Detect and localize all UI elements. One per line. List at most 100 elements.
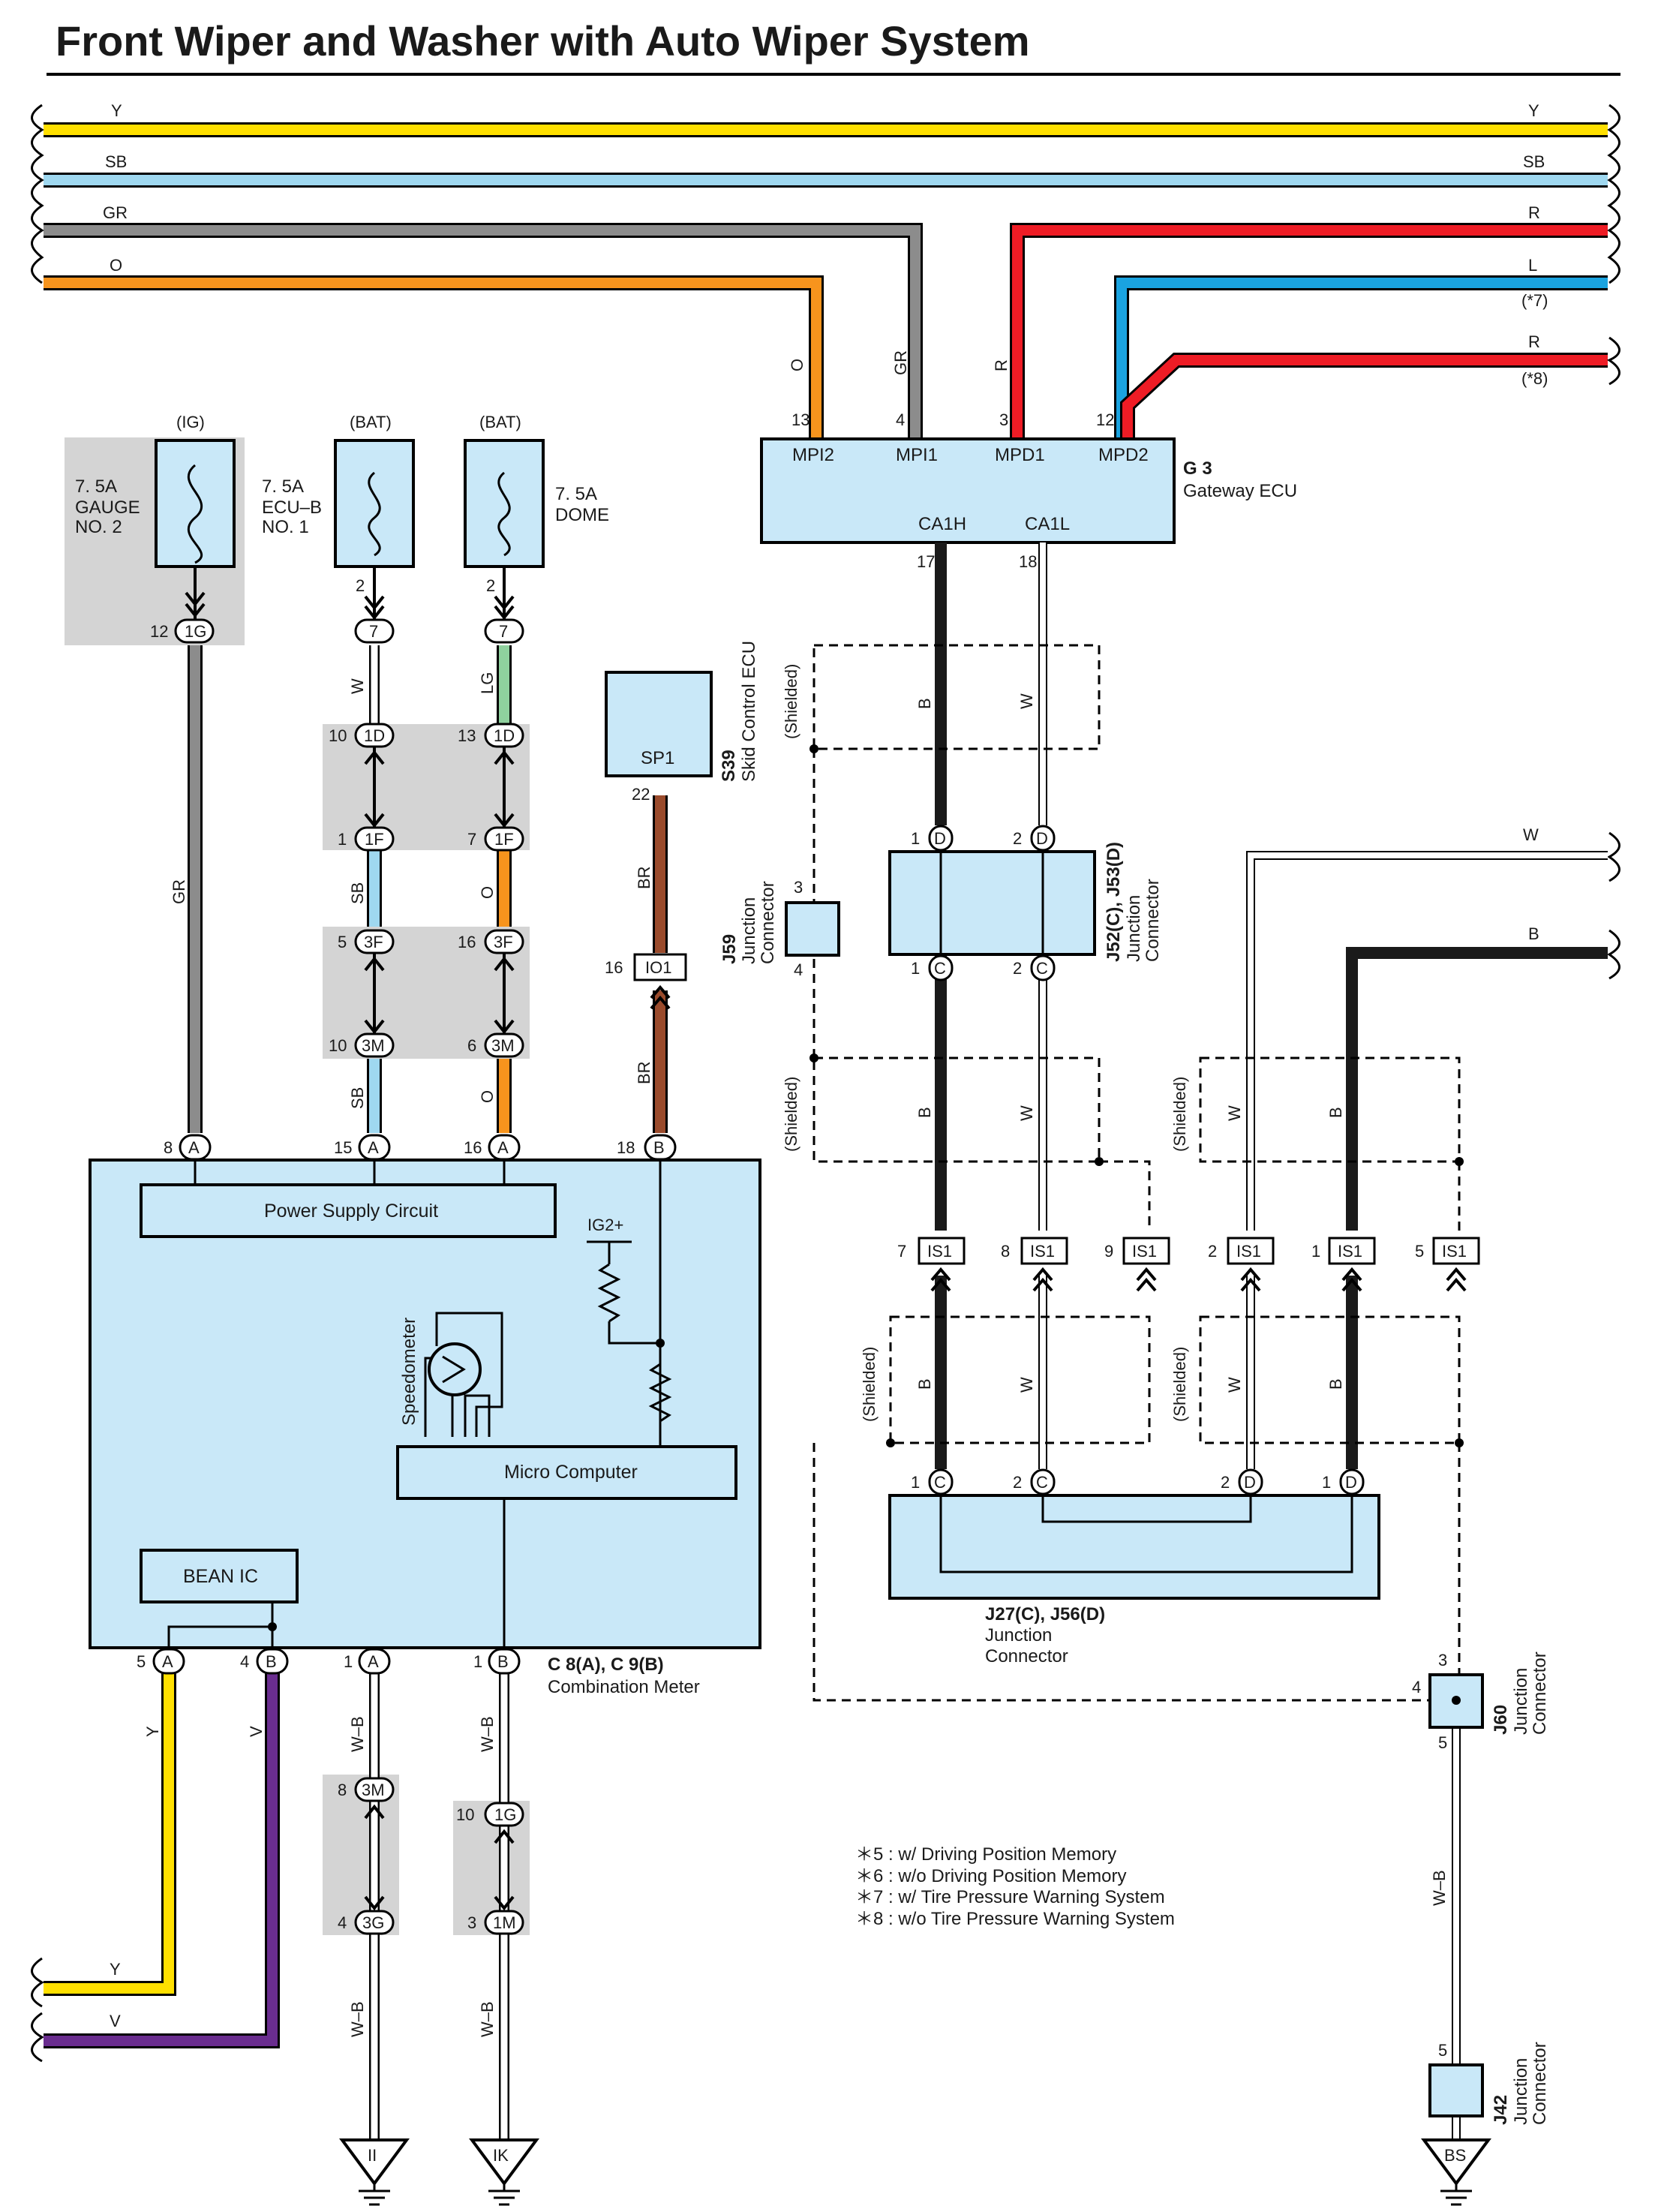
junction-j52-j53: D 1 D 2 C 1 C 2 J52(C), J53(D) Junction …: [888, 825, 1163, 981]
svg-text:13: 13: [458, 726, 476, 745]
svg-text:W: W: [1523, 825, 1539, 844]
svg-text:IK: IK: [493, 2146, 509, 2165]
shield-dots: [809, 744, 1464, 1447]
junction-j60: 3 4 5 J60 Junction Connector: [1412, 1651, 1550, 1752]
top-wire-labels: Y SB GR O Y SB R L (*7) R (*8): [103, 101, 1548, 388]
gateway-ecu: MPI2 MPI1 MPD1 MPD2 CA1H CA1L 13 4 3 12 …: [760, 410, 1297, 571]
svg-text:J59: J59: [719, 934, 740, 964]
svg-text:Power Supply Circuit: Power Supply Circuit: [264, 1201, 438, 1222]
svg-text:4: 4: [338, 1913, 347, 1932]
svg-text:GR: GR: [170, 879, 188, 904]
svg-text:Connector: Connector: [1530, 2042, 1550, 2125]
svg-text:LG: LG: [478, 672, 497, 694]
svg-text:1D: 1D: [364, 726, 385, 745]
svg-text:16: 16: [458, 933, 476, 951]
svg-text:SB: SB: [105, 152, 127, 171]
svg-text:W: W: [1017, 1105, 1036, 1121]
svg-text:7: 7: [499, 622, 508, 641]
svg-text:W–B: W–B: [478, 1716, 497, 1752]
svg-text:B: B: [1326, 1107, 1345, 1118]
connector-chevrons: [185, 568, 515, 1035]
svg-text:(Shielded): (Shielded): [1170, 1077, 1189, 1152]
svg-text:1G: 1G: [185, 622, 206, 641]
svg-text:D: D: [1244, 1473, 1256, 1492]
gateway-ecu-code: G 3: [1183, 458, 1212, 479]
svg-text:W–B: W–B: [1430, 1870, 1449, 1906]
svg-text:4: 4: [1412, 1678, 1421, 1697]
svg-text:II: II: [368, 2146, 377, 2165]
left-wire-labels: GR W LG SB O SB O BR BR: [170, 672, 653, 1109]
svg-text:＊8 : w/o Tire Pressure Warning: ＊8 : w/o Tire Pressure Warning System: [855, 1909, 1175, 1929]
left-connector-ovals: 1G 12 7 7 1D 10 1D 13 1F 1 1F 7 3F 5 3F …: [150, 618, 524, 1058]
svg-text:MPI2: MPI2: [792, 445, 834, 465]
footnotes: ＊5 : w/ Driving Position Memory ＊6 : w/o…: [855, 1844, 1175, 1929]
svg-text:(BAT): (BAT): [350, 413, 392, 431]
shielded-labels: (Shielded) (Shielded) (Shielded) (Shield…: [782, 664, 1189, 1422]
svg-text:18: 18: [1019, 552, 1037, 571]
gateway-ecu-name: Gateway ECU: [1183, 481, 1297, 501]
svg-text:12: 12: [150, 622, 168, 641]
svg-text:IS1: IS1: [1030, 1242, 1055, 1261]
svg-text:O: O: [110, 256, 122, 275]
fuse-gauge: (IG) 7. 5A GAUGE NO. 2: [75, 413, 236, 568]
svg-text:DOME: DOME: [555, 505, 609, 525]
svg-text:8: 8: [338, 1781, 347, 1799]
svg-text:BR: BR: [635, 1061, 653, 1084]
svg-text:Y: Y: [143, 1726, 162, 1737]
svg-text:B: B: [915, 1107, 934, 1118]
svg-text:3: 3: [1438, 1651, 1447, 1670]
svg-text:B: B: [915, 698, 934, 709]
can-wire-labels: B W B W W B B W W B W B W–B: [915, 693, 1539, 1906]
svg-text:W–B: W–B: [478, 2001, 497, 2037]
svg-text:SP1: SP1: [641, 748, 674, 768]
svg-text:B: B: [1528, 924, 1539, 943]
svg-text:5: 5: [338, 933, 347, 951]
svg-text:2: 2: [1013, 959, 1022, 978]
ground-ik: IK: [469, 2138, 539, 2206]
svg-text:5: 5: [1438, 1733, 1447, 1752]
io1-connector: IO1 16: [605, 953, 687, 1010]
svg-text:MPD1: MPD1: [995, 445, 1045, 465]
svg-text:R: R: [1528, 332, 1540, 351]
svg-text:L: L: [1528, 256, 1537, 275]
svg-text:(Shielded): (Shielded): [782, 664, 800, 739]
page-title: Front Wiper and Washer with Auto Wiper S…: [56, 17, 1030, 65]
svg-text:4: 4: [794, 960, 803, 979]
svg-text:Junction: Junction: [1511, 2058, 1531, 2125]
svg-text:12: 12: [1096, 410, 1114, 429]
svg-text:IS1: IS1: [1442, 1242, 1467, 1261]
svg-text:(BAT): (BAT): [479, 413, 521, 431]
wire-end-curls: [31, 104, 1620, 2063]
svg-text:A: A: [162, 1652, 173, 1671]
svg-text:2: 2: [356, 576, 365, 595]
svg-text:C: C: [1036, 1473, 1048, 1492]
svg-text:5: 5: [1415, 1242, 1424, 1261]
svg-text:15: 15: [334, 1138, 352, 1157]
svg-text:R: R: [992, 359, 1011, 371]
svg-text:3: 3: [794, 878, 803, 897]
svg-text:2: 2: [1221, 1473, 1230, 1492]
svg-text:7: 7: [467, 830, 476, 849]
svg-text:D: D: [1345, 1473, 1357, 1492]
junction-j27-j56: C 1 C 2 D 2 D 1 J27(C), J56(D) Junction …: [888, 1468, 1380, 1667]
svg-text:BS: BS: [1444, 2146, 1466, 2165]
svg-text:MPI1: MPI1: [896, 445, 938, 465]
svg-text:Connector: Connector: [1530, 1651, 1550, 1735]
svg-text:3G: 3G: [362, 1913, 384, 1932]
svg-text:V: V: [110, 2012, 121, 2030]
svg-text:(Shielded): (Shielded): [782, 1077, 800, 1152]
svg-text:C: C: [934, 959, 946, 978]
combination-meter: A 8 A 15 A 16 B 18 Power Supply Circuit: [89, 1134, 761, 1697]
svg-text:1: 1: [911, 1473, 920, 1492]
svg-text:MPD2: MPD2: [1098, 445, 1149, 465]
svg-text:9: 9: [1104, 1242, 1113, 1261]
top-harness: [44, 122, 1608, 437]
svg-text:Skid Control ECU: Skid Control ECU: [739, 641, 759, 782]
svg-text:3M: 3M: [491, 1036, 515, 1055]
svg-text:1: 1: [911, 959, 920, 978]
svg-text:18: 18: [617, 1138, 635, 1157]
svg-text:NO. 2: NO. 2: [75, 517, 122, 537]
junction-j42: 5 J42 Junction Connector: [1428, 2041, 1550, 2125]
svg-text:7: 7: [897, 1242, 906, 1261]
svg-text:6: 6: [467, 1036, 476, 1055]
